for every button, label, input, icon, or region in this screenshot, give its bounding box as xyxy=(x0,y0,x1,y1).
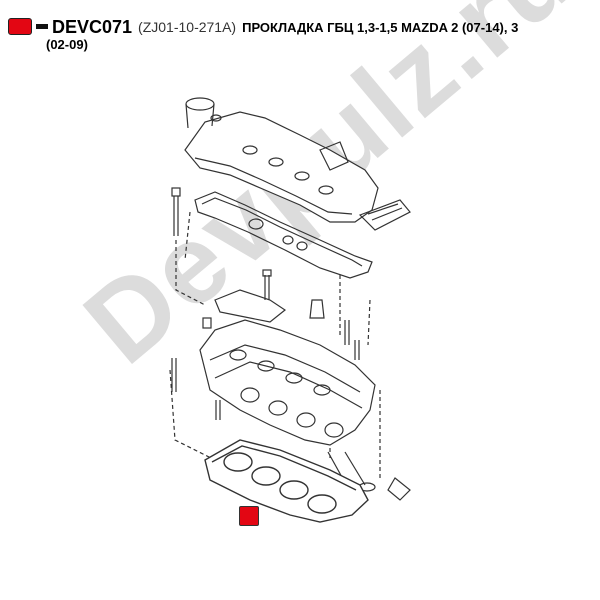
dash-icon xyxy=(36,24,48,29)
oem-reference: (ZJ01-10-271A) xyxy=(138,19,237,35)
head-gasket xyxy=(204,439,369,523)
part-description-continued: (02-09) xyxy=(46,37,88,52)
part-code: DEVC071 xyxy=(52,17,133,37)
bracket xyxy=(358,199,411,231)
dowel xyxy=(202,317,212,329)
sensor xyxy=(354,340,360,360)
stud-bolt xyxy=(262,269,272,300)
red-marker-icon xyxy=(8,18,32,35)
gasket-position-marker xyxy=(239,506,259,526)
part-header: DEVC071 (ZJ01-10-271A) ПРОКЛАДКА ГБЦ 1,3-1… xyxy=(8,18,594,53)
plug xyxy=(215,400,221,420)
sensor-bolt xyxy=(344,320,350,345)
head-bolt xyxy=(171,187,181,236)
cylinder-head xyxy=(199,289,376,446)
bracket-lines xyxy=(367,203,403,221)
small-bolt xyxy=(171,358,177,392)
part-description: ПРОКЛАДКА ГБЦ 1,3-1,5 MAZDA 2 (07-14), 3 xyxy=(242,20,519,35)
valve-cover-gasket xyxy=(194,191,373,279)
seal xyxy=(309,299,325,319)
fitting xyxy=(387,477,411,501)
leader-lines xyxy=(169,211,381,480)
valve-cover xyxy=(184,97,379,223)
